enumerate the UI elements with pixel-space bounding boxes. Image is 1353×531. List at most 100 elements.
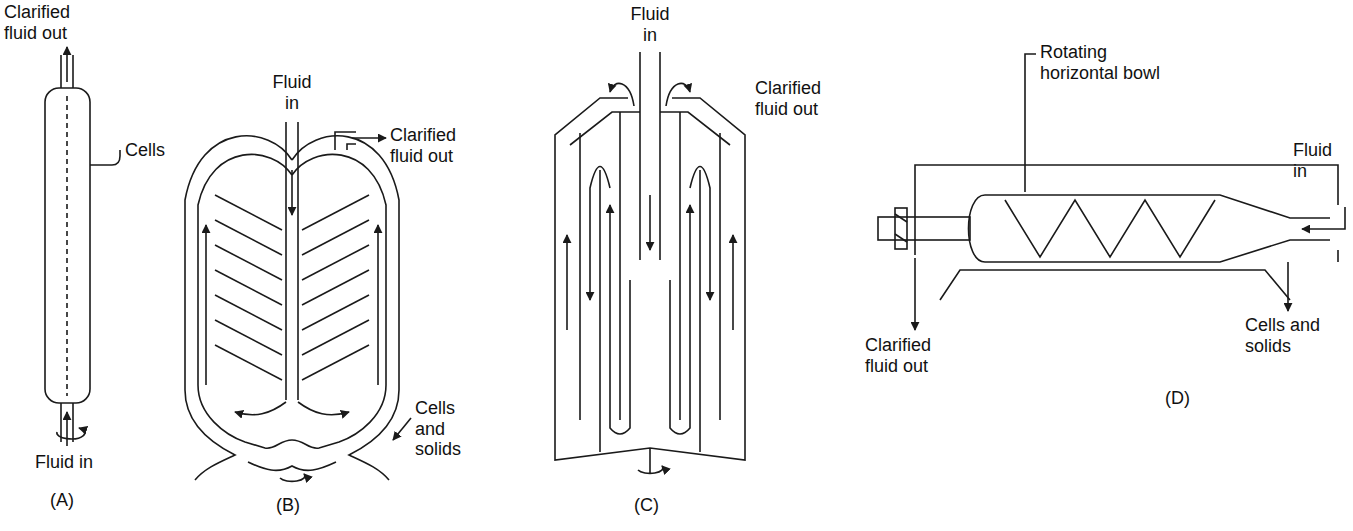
label-text: (D) (1165, 388, 1190, 408)
figure-letter: (C) (634, 495, 674, 516)
disc-stack-centrifuge-stroke (352, 137, 386, 139)
decanter-centrifuge (878, 54, 1345, 330)
disc-stack-centrifuge-stroke (292, 154, 386, 448)
disc-stack-centrifuge-stroke (298, 402, 349, 415)
decanter-centrifuge-stroke (1025, 54, 1036, 192)
tubular-centrifuge-stroke (90, 150, 120, 165)
disc-stack-centrifuge-stroke (285, 122, 287, 400)
label-text: (C) (634, 495, 659, 515)
disc-stack-centrifuge-stroke (185, 136, 292, 480)
chamber-bowl-centrifuge-stroke (649, 448, 651, 474)
decanter-centrifuge-stroke (985, 195, 1330, 218)
figure-letter: (D) (1165, 388, 1205, 409)
disc-stack-centrifuge-stroke (248, 462, 336, 470)
disc-stack-centrifuge-stroke (292, 136, 399, 480)
label-text: Fluid in (35, 452, 93, 472)
chamber-bowl-centrifuge-stroke (639, 52, 641, 260)
outlet-label: Clarified fluid out (865, 335, 965, 376)
disc-stack-centrifuge-stroke (335, 132, 356, 150)
decanter-centrifuge-stroke (1337, 250, 1339, 262)
label-text: Fluid in (1293, 140, 1332, 181)
label-text: (B) (276, 495, 300, 515)
chamber-bowl-centrifuge-stroke (566, 235, 568, 330)
chamber-bowl-centrifuge-stroke (719, 133, 721, 420)
disc-stack-centrifuge-stroke (302, 345, 369, 380)
chamber-bowl-centrifuge-stroke (690, 167, 710, 301)
label-text: (A) (50, 490, 74, 510)
disc-stack-centrifuge-stroke (205, 225, 207, 385)
tubular-centrifuge-stroke (66, 96, 68, 396)
chamber-bowl-centrifuge (555, 52, 745, 474)
tubular-centrifuge-stroke (57, 428, 85, 439)
decanter-centrifuge-stroke (895, 214, 907, 222)
decanter-centrifuge-stroke (1005, 200, 1215, 257)
label-text: Cells and solids (415, 398, 461, 459)
inlet-label: Fluid in (35, 452, 135, 473)
decanter-centrifuge-stroke (895, 234, 907, 242)
disc-stack-centrifuge-stroke (347, 144, 356, 150)
chamber-bowl-centrifuge-stroke (579, 133, 581, 420)
label-text: Clarified fluid out (865, 335, 931, 376)
chamber-bowl-centrifuge-stroke (670, 205, 690, 434)
decanter-centrifuge-stroke (895, 208, 907, 249)
chamber-bowl-centrifuge-stroke (732, 235, 734, 330)
label-text: Clarified fluid out (755, 78, 821, 119)
chamber-bowl-centrifuge-stroke (679, 112, 681, 420)
tubular-centrifuge-stroke (72, 55, 74, 88)
label-text: Clarified fluid out (4, 2, 70, 43)
tubular-centrifuge-stroke (66, 47, 68, 82)
tubular-centrifuge-stroke (72, 403, 74, 442)
figure-letter: (B) (276, 495, 316, 516)
inlet-label: Fluid in (1293, 140, 1343, 181)
inlet-label: Fluid in (267, 72, 317, 113)
disc-stack-centrifuge-stroke (291, 170, 293, 215)
decanter-centrifuge-stroke (940, 270, 1290, 300)
label-text: Fluid in (630, 4, 669, 45)
outlet-label: Clarified fluid out (390, 125, 490, 166)
chamber-bowl-centrifuge-stroke (666, 83, 690, 106)
label-text: Rotating horizontal bowl (1040, 42, 1160, 83)
chamber-bowl-centrifuge-stroke (649, 195, 651, 250)
chamber-bowl-centrifuge-stroke (699, 170, 701, 452)
label-text: Clarified fluid out (390, 125, 456, 166)
disc-stack-centrifuge-stroke (215, 345, 282, 380)
decanter-centrifuge-stroke (915, 165, 1338, 255)
outlet-label: Cells and solids (1245, 315, 1345, 356)
chamber-bowl-centrifuge-stroke (590, 167, 610, 301)
outlet-label: Clarified fluid out (4, 2, 89, 43)
disc-stack-centrifuge-stroke (280, 474, 305, 481)
decanter-centrifuge-stroke (878, 217, 970, 240)
decanter-centrifuge-stroke (1302, 207, 1345, 229)
outlet-label: Clarified fluid out (755, 78, 855, 119)
disc-stack-centrifuge-stroke (198, 154, 292, 448)
decanter-centrifuge-stroke (969, 195, 986, 262)
disc-stack-centrifuge-stroke (297, 122, 299, 400)
chamber-bowl-centrifuge-stroke (638, 466, 663, 473)
chamber-bowl-centrifuge-stroke (619, 112, 621, 420)
part-label: Rotating horizontal bowl (1040, 42, 1175, 83)
disc-stack-centrifuge-stroke (235, 402, 286, 415)
chamber-bowl-centrifuge-stroke (659, 52, 661, 260)
disc-stack-centrifuge (185, 122, 411, 481)
part-label: Cells (125, 140, 185, 161)
chamber-bowl-centrifuge-stroke (610, 83, 634, 106)
chamber-bowl-centrifuge-stroke (555, 98, 745, 460)
label-text: Fluid in (272, 72, 311, 113)
label-text: Cells and solids (1245, 315, 1320, 356)
decanter-centrifuge-stroke (1287, 262, 1289, 311)
chamber-bowl-centrifuge-stroke (599, 170, 601, 452)
outlet-label: Cells and solids (415, 398, 475, 460)
chamber-bowl-centrifuge-stroke (610, 205, 630, 434)
figure-letter: (A) (50, 490, 90, 511)
disc-stack-centrifuge-stroke (377, 225, 379, 385)
tubular-centrifuge (45, 47, 120, 446)
inlet-label: Fluid in (625, 4, 675, 45)
tubular-centrifuge-stroke (60, 55, 62, 88)
tubular-centrifuge-stroke (66, 412, 68, 446)
tubular-centrifuge-stroke (45, 88, 90, 403)
label-text: Cells (125, 140, 165, 160)
disc-stack-centrifuge-stroke (393, 418, 411, 440)
decanter-centrifuge-stroke (914, 258, 916, 330)
